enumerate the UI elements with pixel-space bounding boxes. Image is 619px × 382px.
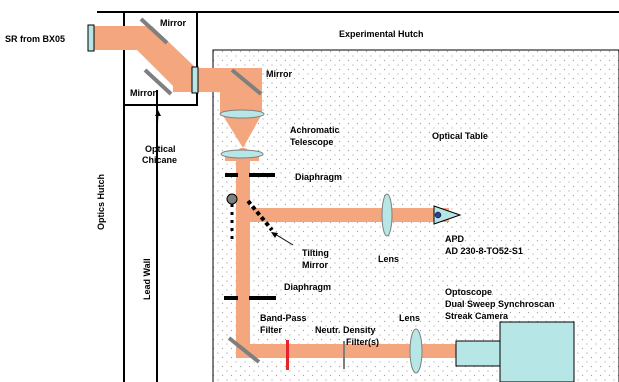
chicane-mirror-bottom — [143, 68, 173, 96]
experimental-hutch-label: Experimental Hutch — [339, 29, 424, 39]
neutral-density-filter — [343, 341, 345, 369]
chicane-pointer-head — [155, 110, 161, 116]
bandpass-label-1: Band-Pass — [260, 313, 307, 323]
chicane-pointer — [156, 112, 159, 134]
diaphragm-bottom — [224, 296, 276, 300]
diaphragm-top-label: Diaphragm — [295, 172, 342, 182]
optical-chicane-label-2: Chicane — [142, 155, 177, 165]
apd-label-2: AD 230-8-TO52-S1 — [445, 246, 523, 256]
telescope-lens-top — [219, 109, 265, 119]
tilting-mirror-label-2: Mirror — [302, 260, 329, 270]
entrance-window — [87, 24, 95, 52]
bandpass-label-2: Filter — [260, 325, 283, 335]
band-pass-filter — [286, 340, 289, 370]
apd-sensor-dot — [434, 211, 442, 219]
apd-lens-label: Lens — [378, 254, 399, 264]
streak-camera-objective — [455, 340, 501, 367]
achromatic-label-2: Telescope — [290, 137, 333, 147]
chicane-mirror-top — [139, 17, 169, 45]
streak-camera-body — [499, 321, 575, 382]
tilting-pointer-head — [271, 232, 278, 238]
camera-lens — [409, 328, 423, 374]
camera-lens-label: Lens — [399, 313, 420, 323]
sr-source-label: SR from BX05 — [5, 34, 65, 44]
tilting-mirror-pivot — [226, 193, 238, 205]
optoscope-label-1: Optoscope — [445, 287, 492, 297]
tilting-mirror-label-1: Tilting — [302, 248, 329, 258]
bottom-mirror — [227, 336, 261, 364]
diaphragm-bottom-label: Diaphragm — [284, 282, 331, 292]
mirror-left-label: Mirror — [130, 88, 157, 98]
apd-lens — [381, 193, 393, 237]
chicane-exit-window — [191, 66, 199, 94]
tilting-mirror — [246, 199, 274, 232]
optical-chicane-box — [123, 11, 198, 106]
apd-detector — [433, 205, 462, 225]
neutral-density-label-2: Filter(s) — [346, 337, 379, 347]
optics-hutch-label: Optics Hutch — [96, 174, 106, 230]
tilting-pointer — [274, 233, 294, 246]
optical-table-label: Optical Table — [432, 131, 488, 141]
neutral-density-label-1: Neutr. Density — [315, 325, 376, 335]
mirror-top-label: Mirror — [160, 18, 187, 28]
lead-wall-label: Lead Wall — [142, 258, 152, 300]
optoscope-label-3: Streak Camera — [445, 311, 509, 321]
diaphragm-top — [225, 173, 275, 177]
apd-label-1: APD — [445, 234, 465, 244]
optical-chicane-label-1: Optical — [145, 144, 176, 154]
achromatic-label-1: Achromatic — [290, 125, 340, 135]
optoscope-label-2: Dual Sweep Synchroscan — [445, 299, 555, 309]
telescope-lens-bottom — [220, 149, 264, 159]
main-mirror — [230, 68, 263, 96]
mirror-main-label: Mirror — [266, 69, 293, 79]
